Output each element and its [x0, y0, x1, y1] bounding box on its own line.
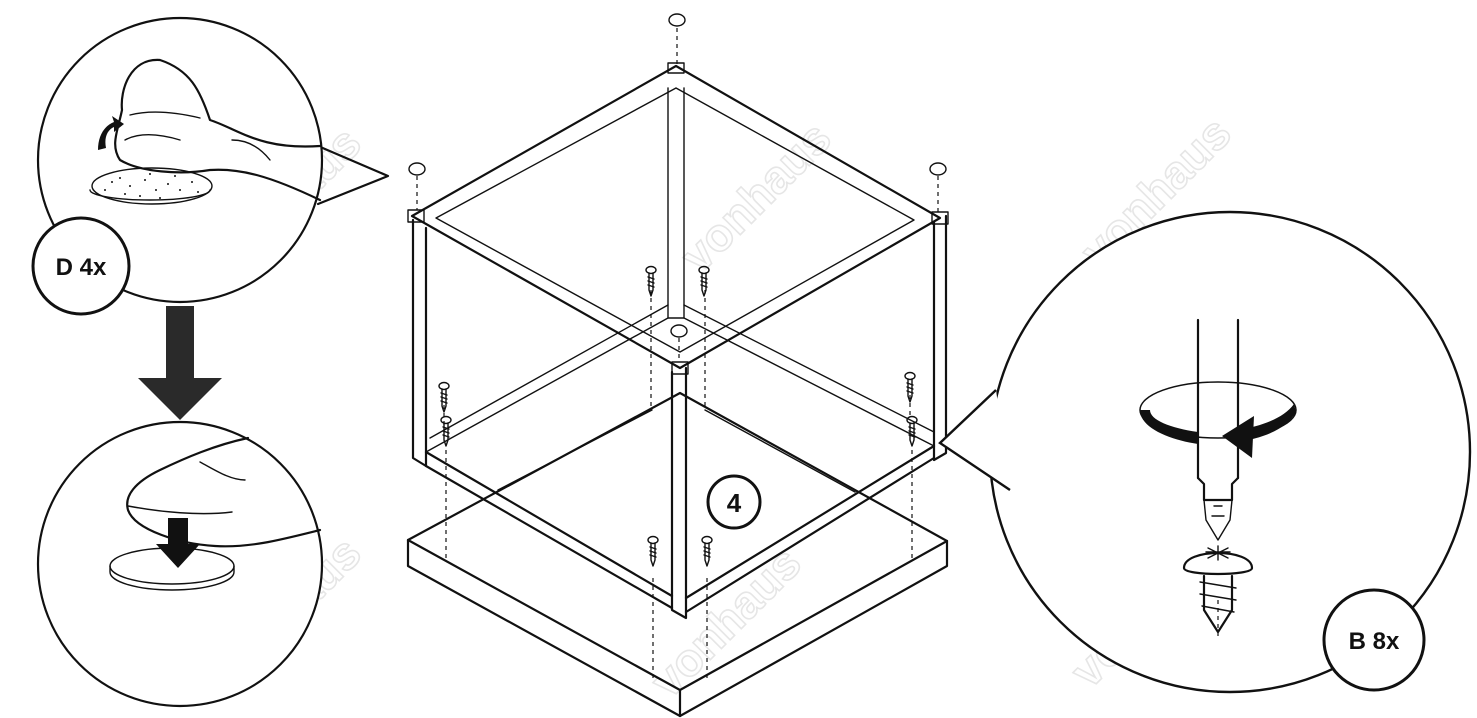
felt-pad-icon — [670, 324, 688, 338]
felt-pads — [408, 13, 947, 338]
alignment-guides — [416, 28, 939, 680]
hand-peel-icon — [89, 58, 322, 205]
screw-icon — [904, 371, 916, 403]
rotate-clockwise-icon — [1139, 381, 1297, 458]
screw-icon — [698, 265, 710, 297]
felt-pad-icon — [408, 162, 426, 176]
watermark: vonhaus — [670, 112, 841, 283]
screwdriver-callout: B 8x — [938, 210, 1472, 694]
screwdriver-icon — [1196, 318, 1240, 541]
frame-legs — [411, 87, 948, 620]
frame-top — [407, 62, 949, 375]
felt-pad-peel-callout: D 4x — [31, 16, 390, 316]
screw-icon — [701, 535, 713, 567]
screw-icon — [645, 265, 657, 297]
screw-quantity-label: B 8x — [1349, 628, 1400, 655]
finger-press-icon — [109, 436, 322, 591]
screw-icon — [438, 381, 450, 413]
felt-pad-press-callout — [36, 420, 324, 708]
frame-bottom — [424, 304, 936, 614]
felt-pad-icon — [668, 13, 686, 27]
screw-icon — [440, 415, 452, 447]
screws — [438, 265, 918, 567]
screw-icon — [647, 535, 659, 567]
floor-shadow — [497, 409, 856, 493]
step-number-badge: 4 — [706, 474, 762, 530]
step-number: 4 — [727, 488, 742, 518]
down-arrow-icon — [138, 306, 222, 420]
felt-pad-icon — [929, 162, 947, 176]
screw-icon — [1182, 545, 1254, 640]
screw-icon — [906, 415, 918, 447]
felt-pad-quantity-label: D 4x — [56, 254, 107, 281]
